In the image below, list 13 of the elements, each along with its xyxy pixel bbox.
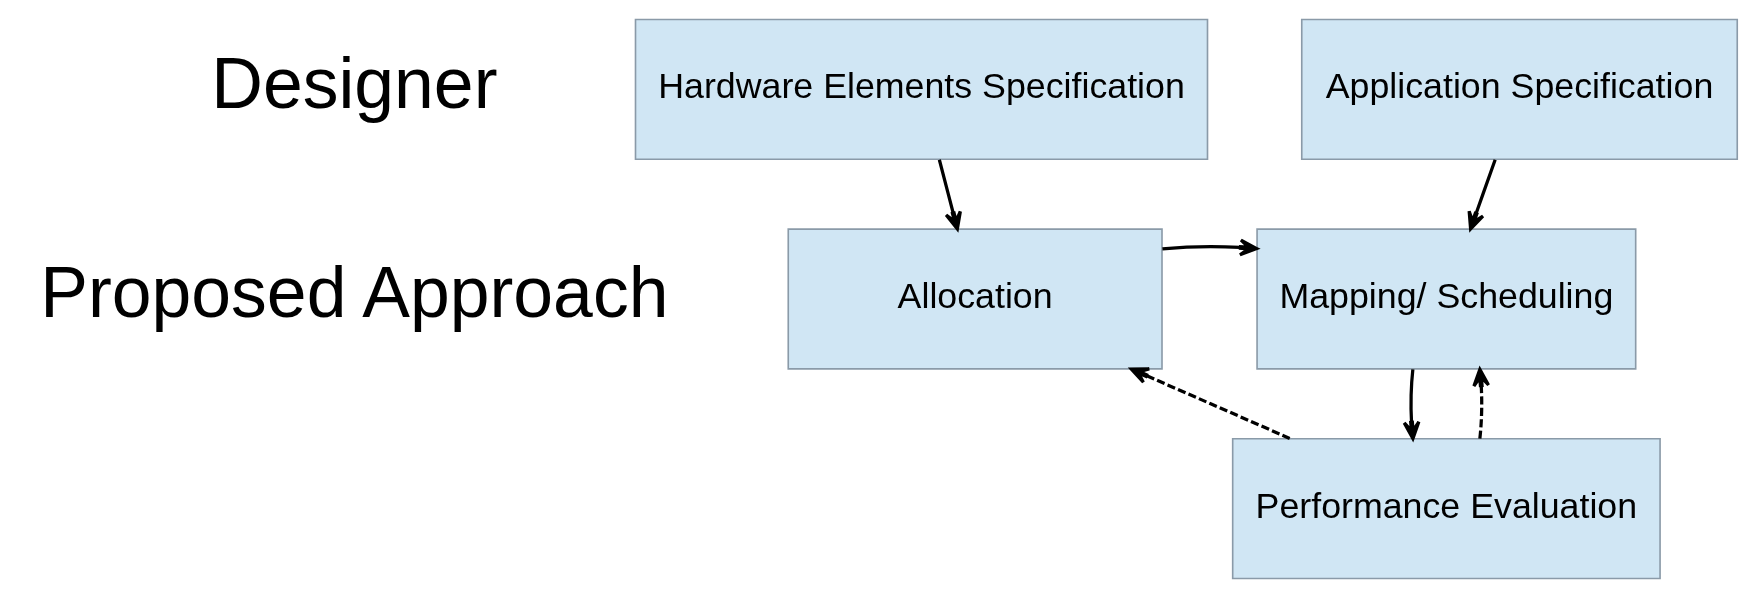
arrow: [1472, 367, 1491, 439]
arrow: [1162, 238, 1259, 257]
node-box: Application Specification: [1300, 18, 1739, 161]
arrow: [1467, 159, 1497, 231]
node-box: Hardware Elements Specification: [634, 18, 1209, 161]
arrow: [937, 159, 962, 231]
node-box: Allocation: [787, 228, 1163, 370]
node-box: Mapping/ Scheduling: [1256, 228, 1637, 370]
arrow: [1402, 369, 1421, 441]
arrow: [1129, 367, 1291, 440]
node-box: Performance Evaluation: [1231, 437, 1661, 580]
label: Designer: [211, 42, 498, 123]
label: Proposed Approach: [40, 252, 669, 333]
